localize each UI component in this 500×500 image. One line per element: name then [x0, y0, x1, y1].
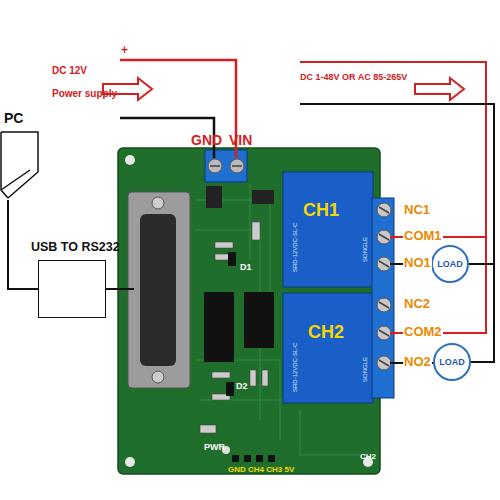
load-label: LOAD: [437, 259, 463, 269]
supply-label: Power supply: [52, 88, 117, 100]
relay: [283, 172, 373, 287]
wire-load-supply: [300, 62, 486, 333]
small-components: [200, 222, 268, 433]
db9-connector: [128, 192, 190, 388]
channel-label: CH2: [308, 322, 344, 343]
terminal-label: NO1: [403, 256, 432, 271]
screw: [377, 356, 391, 370]
pcb-board: [118, 148, 380, 474]
silkscreen-label: CH2: [360, 452, 376, 461]
usb-adapter: USB TO RS232: [38, 260, 106, 318]
terminal-label: NC1: [403, 203, 431, 218]
terminal-screws: [377, 203, 391, 370]
header-pins: [232, 455, 275, 462]
terminal-label: GND: [191, 132, 222, 148]
silkscreen-label: PWR: [204, 442, 225, 452]
relay-marking: SONGLE: [362, 357, 369, 382]
terminal-label: NC2: [403, 297, 431, 312]
terminal-label: COM2: [403, 325, 443, 340]
relay-marking: SRD-12VDC-SL-C: [292, 222, 299, 272]
screw: [377, 326, 391, 340]
channel-label: CH1: [303, 200, 339, 221]
mount-holes: [125, 155, 373, 467]
wire-load-return: [300, 104, 494, 362]
screw: [377, 230, 391, 244]
diode: [226, 382, 234, 396]
load-label: LOAD: [439, 357, 465, 367]
terminal-label: COM1: [403, 229, 443, 244]
supply-label: DC 1-48V OR AC 85-265V: [300, 72, 407, 82]
relay-marking: SONGLE: [362, 237, 369, 262]
screw: [377, 298, 391, 312]
device-label: PC: [4, 110, 23, 126]
polarity-mark: +: [121, 44, 128, 58]
supply-label: DC 12V: [52, 65, 87, 77]
load-circle: LOAD: [431, 245, 469, 283]
load-circle: LOAD: [433, 343, 471, 381]
screw: [377, 257, 391, 271]
output-terminal: [372, 198, 394, 398]
diode: [228, 252, 236, 266]
ic-chips: [204, 186, 274, 362]
silkscreen-label: D2: [236, 381, 248, 391]
silkscreen-label: D1: [240, 262, 252, 272]
hollow-arrow: [415, 78, 464, 100]
terminal-label: NO2: [403, 355, 432, 370]
terminal-label: VIN: [229, 132, 252, 148]
power-terminal: [205, 150, 247, 182]
wire-positive: [120, 60, 236, 158]
laptop-outline: [0, 130, 42, 202]
serial-cable: [106, 288, 134, 290]
relay: [283, 293, 373, 403]
relay-marking: SRD-12VDC-SL-C: [292, 342, 299, 392]
device-label: USB TO RS232: [31, 240, 120, 254]
computer: PC: [0, 130, 42, 202]
pin-label: GND CH4 CH3 5V: [228, 465, 294, 474]
screw: [377, 203, 391, 217]
